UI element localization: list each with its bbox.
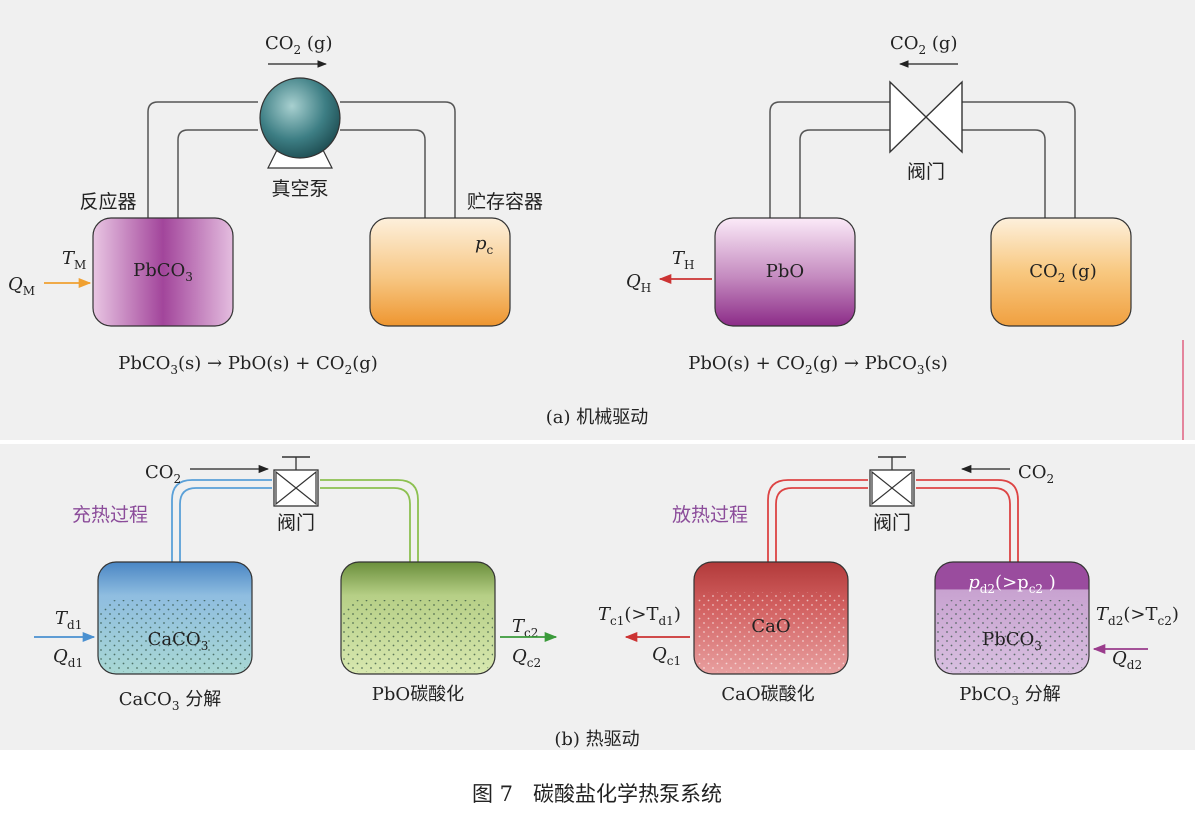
tank-pbo-heat: Qc2 [512, 646, 541, 670]
pipe-inner-right [962, 129, 1046, 218]
pipe-inner-left [799, 129, 890, 218]
pipe-outer-left [769, 101, 890, 218]
panel-divider [0, 440, 1195, 444]
valve-bowtie [871, 470, 913, 506]
reactor-content-label: PbCO3 [133, 260, 193, 284]
storage-vessel [990, 217, 1132, 327]
tank-cao-caption: CaO碳酸化 [721, 684, 814, 705]
flow-gas-label: CO2 (g) [265, 33, 332, 57]
pipe-blue-outer [171, 479, 272, 562]
tank-caco3-label: CaCO3 [148, 629, 209, 653]
pipe-inner-left [177, 129, 258, 218]
reactor-label: 反应器 [79, 191, 136, 213]
tank-pbco3-temp: Td2(>Tc2) [1096, 604, 1179, 628]
storage-label: 贮存容器 [467, 191, 543, 213]
valve-bowtie [275, 470, 317, 506]
tank-pbco3-particles [937, 600, 1087, 672]
tank-pbco3-label: PbCO3 [982, 629, 1042, 653]
reactor-heat-label: QM [8, 274, 35, 298]
vacuum-pump [259, 77, 341, 159]
pipe-red-left-inner [775, 487, 868, 562]
tank-cao-temp: Tc1(>Td1) [598, 604, 681, 628]
tank-pbo-caption: PbO碳酸化 [372, 684, 464, 705]
panel-b-right: CO2 阀门 放热过程 CaO Tc1(>Td1) Qc1 CaO碳酸化 pd2… [598, 456, 1179, 708]
panel-b-left: CO2 阀门 充热过程 CaCO3 Td1 Qd1 CaCO3 分解 Tc2 Q… [34, 456, 558, 713]
pipe-green-inner [320, 487, 411, 562]
pipe-red-left-outer [767, 479, 868, 562]
tank-caco3-particles [100, 600, 250, 672]
reaction-equation: PbCO3(s) → PbO(s) + CO2(g) [118, 353, 378, 377]
storage-content-label: CO2 (g) [1029, 261, 1096, 285]
valve-label: 阀门 [907, 161, 945, 183]
co2-label: CO2 [1018, 462, 1054, 486]
pipe-outer-left [147, 101, 258, 218]
tank-caco3-caption: CaCO3 分解 [119, 689, 221, 713]
tank-caco3-heat: Qd1 [53, 646, 83, 670]
tank-pbco3-pressure: pd2(>pc2 ) [968, 572, 1056, 596]
tank-pbo-particles [343, 600, 493, 672]
panel-b-caption: (b) 热驱动 [554, 729, 639, 750]
tank-cao-particles [696, 592, 846, 672]
pipe-outer-right [962, 101, 1076, 218]
storage-pressure-label: pc [475, 233, 494, 257]
panel-a-left: CO2 (g) 真空泵 反应器 贮存容器 PbCO3 pc TM QM PbCO… [8, 33, 543, 377]
valve-label: 阀门 [873, 512, 911, 534]
pipe-red-right-inner [916, 487, 1011, 562]
tank-cao-heat: Qc1 [652, 644, 681, 668]
figure-caption: 图 7 碳酸盐化学热泵系统 [472, 782, 722, 806]
process-label: 放热过程 [672, 504, 748, 526]
pump-label: 真空泵 [271, 178, 328, 200]
reactor-temp-label: TM [62, 248, 86, 272]
tank-pbco3-caption: PbCO3 分解 [959, 684, 1061, 708]
reactor-content-label: PbO [766, 261, 804, 282]
pipe-red-right-outer [916, 479, 1019, 562]
pipe-blue-inner [179, 487, 272, 562]
tank-cao-label: CaO [751, 616, 790, 637]
pipe-outer-right [340, 101, 456, 218]
reactor-heat-label: QH [626, 271, 651, 295]
reactor-temp-label: TH [672, 248, 694, 272]
storage-vessel [369, 217, 511, 327]
valve [889, 80, 963, 154]
reaction-equation: PbO(s) + CO2(g) → PbCO3(s) [688, 353, 948, 377]
valve-label: 阀门 [277, 512, 315, 534]
tank-caco3-temp: Td1 [55, 608, 82, 632]
reactor-vessel [714, 217, 856, 327]
process-label: 充热过程 [72, 504, 148, 526]
panel-a-right: CO2 (g) 阀门 PbO CO2 (g) TH QH PbO(s) + CO… [626, 33, 1132, 377]
flow-gas-label: CO2 (g) [890, 33, 957, 57]
co2-label: CO2 [145, 462, 181, 486]
reactor-vessel [92, 217, 234, 327]
panel-a-caption: (a) 机械驱动 [546, 407, 649, 428]
pipe-inner-right [340, 129, 426, 218]
pipe-green-outer [320, 479, 419, 562]
tank-pbco3-heat: Qd2 [1112, 648, 1142, 672]
